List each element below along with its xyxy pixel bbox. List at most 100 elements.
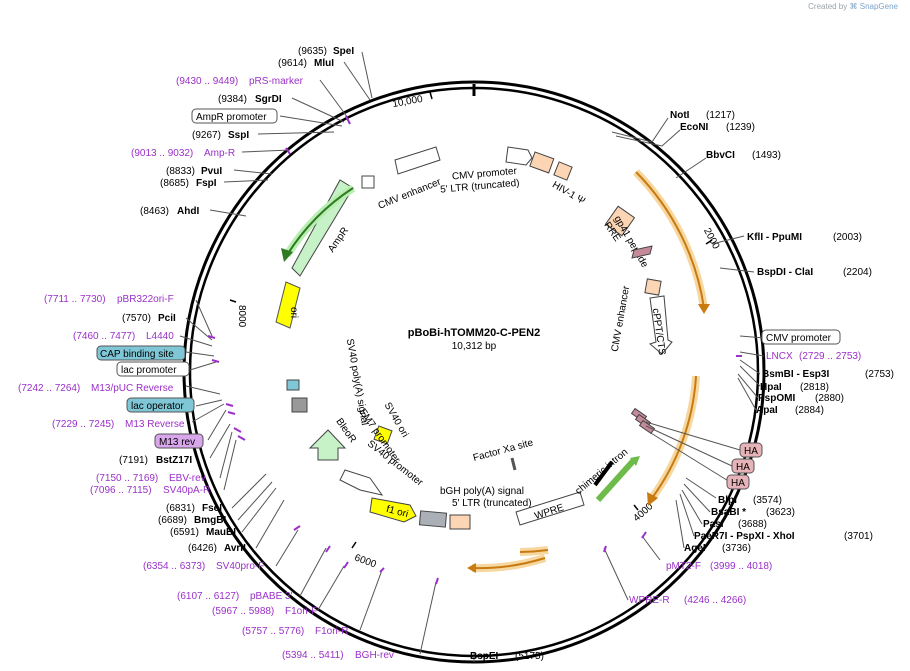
primer-range: (6354 .. 6373): [143, 561, 205, 572]
hiv-psi-label: HIV-1 Ψ: [550, 180, 587, 208]
primer-name: F1ori-F: [285, 606, 317, 617]
intron-arrow: [595, 457, 637, 503]
site-position: (3701): [844, 531, 873, 542]
site-label: BspEI: [470, 651, 499, 662]
site-position: (2884): [795, 405, 824, 416]
ori-shape: [275, 281, 301, 329]
site-label: PspOMI: [758, 393, 795, 404]
bleor-shape: [308, 429, 347, 461]
cmv-promoter-top-shape: [505, 146, 533, 166]
primer-name: pBR322ori-F: [117, 294, 174, 305]
orf-arcs: [467, 169, 710, 573]
wpre-shape: [515, 491, 585, 526]
m13-rev-label: M13 rev: [159, 437, 195, 448]
site-position: (6689): [158, 515, 187, 526]
cmv-promoter-right-label: CMV promoter: [766, 333, 832, 344]
site-position: (8463): [140, 206, 169, 217]
site-position: (7191): [119, 455, 148, 466]
boxed-labels: AmpR promoter CAP binding site lac promo…: [96, 108, 841, 490]
sv40-polya-shape: [291, 397, 308, 413]
factor-xa-label: Factor Xa site: [472, 437, 535, 464]
plasmid-size: 10,312 bp: [452, 341, 497, 352]
primer-range: (7242 .. 7264): [18, 383, 80, 394]
site-label: AgeI: [684, 543, 706, 554]
site-label: BstZ17I: [156, 455, 192, 466]
ha-label: HA: [731, 478, 745, 489]
site-label: PvuI: [201, 166, 222, 177]
site-position: (2753): [865, 369, 894, 380]
site-position: (1217): [706, 110, 735, 121]
site-label: FseI: [202, 503, 222, 514]
ha-tag-shapes: [630, 407, 656, 435]
primer-labels: (9430 .. 9449) pRS-marker (9013 .. 9032)…: [18, 76, 861, 661]
site-label: MluI: [314, 58, 334, 69]
snapgene-logo: ⌘: [849, 2, 858, 11]
site-label: BbvCI: [706, 150, 735, 161]
site-position: (8833): [166, 166, 195, 177]
primer-name: M13/pUC Reverse: [91, 383, 174, 394]
site-label: EcoNI: [680, 122, 709, 133]
leader-lines-left: [179, 51, 437, 655]
ampr-arc: [286, 187, 354, 256]
primer-name: EBV-rev: [169, 473, 206, 484]
site-label: HpaI: [760, 382, 782, 393]
primer-name: LNCX: [766, 351, 793, 362]
cap-binding-site-label: CAP binding site: [100, 349, 174, 360]
site-position: (9635): [298, 46, 327, 57]
primer-name: pBABE 3': [250, 591, 293, 602]
primer-name: SV40pA-R: [163, 485, 210, 496]
primer-range: (4246 .. 4266): [684, 595, 746, 606]
site-position: (2818): [800, 382, 829, 393]
primer-range: (5394 .. 5411): [282, 650, 344, 661]
site-position: (3623): [766, 507, 795, 518]
lac-operator-shape: [286, 379, 300, 391]
ltr-top-shape: [529, 151, 555, 174]
ampr-promoter-shape: [361, 175, 375, 189]
primer-name: WPRE-R: [629, 595, 670, 606]
cppt-shape: [644, 278, 662, 296]
site-label: BsmBI - Esp3I: [762, 369, 829, 380]
site-label: AvrII: [224, 543, 246, 554]
site-label: NotI: [670, 110, 690, 121]
primer-range: (3999 .. 4018): [710, 561, 772, 572]
primer-name: pMT2-F: [666, 561, 701, 572]
site-position: (3574): [753, 495, 782, 506]
primer-name: F1ori-R: [315, 626, 348, 637]
primer-name: M13 Reverse: [125, 419, 185, 430]
tick-marks: [229, 91, 713, 549]
sv40-promoter-shape: [339, 469, 384, 496]
site-position: (9614): [278, 58, 307, 69]
f1-ori-shape: [369, 497, 417, 523]
sv40-ori-shape: [373, 425, 393, 445]
site-label: SspI: [228, 130, 249, 141]
site-position: (5175): [515, 651, 544, 662]
ha-label: HA: [736, 462, 750, 473]
ha-label: HA: [744, 446, 758, 457]
sites-right: NotI (1217) EcoNI (1239) BbvCI (1493) Kf…: [470, 110, 894, 662]
primer-range: (7460 .. 7477): [73, 331, 135, 342]
ampr-promoter-label: AmpR promoter: [196, 112, 267, 123]
credit-prefix: Created by: [808, 2, 848, 11]
gp41-shape: [631, 245, 653, 259]
primer-name: L4440: [146, 331, 174, 342]
primer-range: (7150 .. 7169): [96, 473, 158, 484]
bgh-polya-label: bGH poly(A) signal: [440, 486, 524, 497]
lac-promoter-label: lac promoter: [121, 365, 177, 376]
credit: Created by ⌘ SnapGene: [808, 2, 898, 11]
primer-range: (5757 .. 5776): [242, 626, 304, 637]
primer-range: (7711 .. 7730): [44, 294, 106, 305]
tick-label-10000: 10,000: [392, 94, 424, 110]
leader-lines-right: [473, 117, 765, 662]
plasmid-name: pBoBi-hTOMM20-C-PEN2: [408, 327, 540, 339]
sv40-promoter-label: SV40 promoter: [365, 438, 425, 488]
site-position: (9384): [218, 94, 247, 105]
ampr-shape: [291, 179, 354, 277]
cmv-enhancer-top-shape: [394, 146, 441, 175]
site-label: KflI - PpuMI: [747, 232, 802, 243]
cmv-enhancer-right-label: CMV enhancer: [610, 284, 633, 352]
primer-range: (9013 .. 9032): [131, 148, 193, 159]
ltr-bottom-label: 5' LTR (truncated): [452, 498, 532, 509]
site-position: (6426): [188, 543, 217, 554]
ltr-bottom-shape: [449, 514, 471, 530]
site-position: (1239): [726, 122, 755, 133]
